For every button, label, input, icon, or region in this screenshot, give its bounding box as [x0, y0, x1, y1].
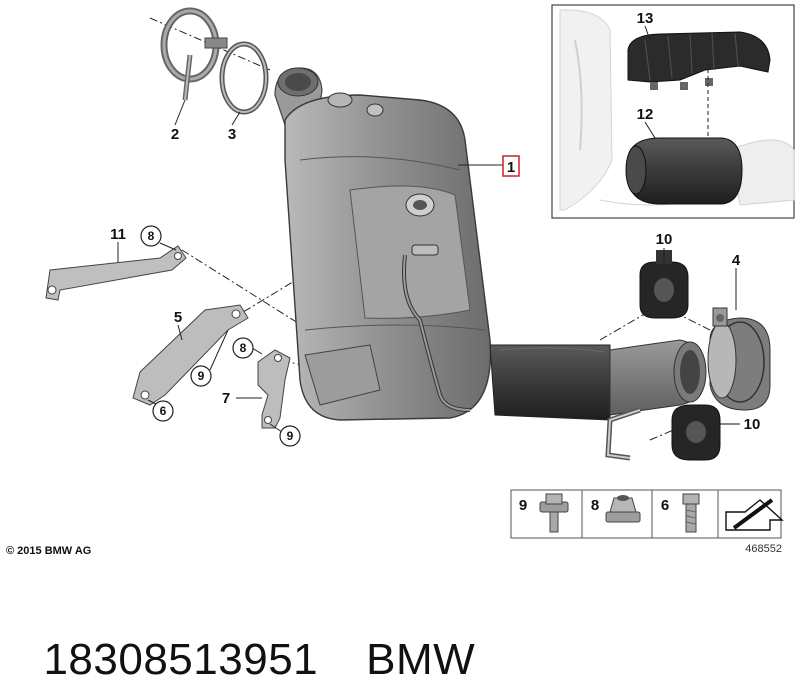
circled-ref-9-upper: 9 [190, 365, 212, 387]
rubber-mount-part-10-lower [671, 404, 738, 461]
legend-nut-8: 8 [591, 495, 641, 523]
callout-2: 2 [171, 126, 179, 143]
callout-11: 11 [110, 226, 126, 243]
callout-10-lower: 10 [744, 416, 761, 433]
brand-name: BMW [366, 635, 476, 684]
callout-7: 7 [222, 390, 230, 407]
legend-arrow-icon [725, 498, 784, 531]
callout-10-upper: 10 [656, 231, 673, 248]
bracket-part-7 [257, 349, 291, 429]
pipe-clamp-part-4 [707, 307, 771, 411]
fastener-legend: 9 8 6 [510, 489, 784, 539]
clamp-ring-part-2 [160, 7, 228, 101]
gasket-ring-part-3 [219, 41, 269, 115]
legend-bolt-9: 9 [519, 493, 569, 533]
inset-heat-shield-part-13 [627, 31, 771, 83]
callout-3: 3 [228, 126, 236, 143]
circled-ref-9-lower: 9 [279, 425, 301, 447]
svg-text:9: 9 [287, 429, 294, 443]
callout-13: 13 [637, 10, 654, 27]
circled-ref-6: 6 [152, 400, 174, 422]
svg-text:8: 8 [591, 497, 599, 514]
circled-references: 8 8 9 9 6 [140, 225, 301, 447]
callout-4: 4 [732, 252, 741, 269]
circled-ref-8-upper: 8 [140, 225, 162, 247]
copyright-text: © 2015 BMW AG [6, 545, 91, 557]
detail-inset: 13 12 [551, 4, 795, 219]
svg-text:6: 6 [661, 497, 669, 514]
legend-bolt-6: 6 [661, 493, 700, 533]
bracket-part-5 [132, 304, 249, 406]
callout-1: 1 [507, 159, 515, 176]
leader-lines [117, 99, 740, 433]
inset-pipe-part-12 [631, 137, 743, 205]
part-number: 18308513951 [43, 635, 319, 684]
svg-text:6: 6 [160, 404, 167, 418]
rubber-mount-part-10-upper [639, 250, 689, 319]
diagram-reference-number: 468552 [745, 543, 782, 555]
circled-ref-8-lower: 8 [232, 337, 254, 359]
svg-text:8: 8 [240, 341, 247, 355]
svg-text:8: 8 [148, 229, 155, 243]
part-caption: 18308513951 BMW [18, 585, 475, 685]
callout-labels: 1 2 3 4 5 7 10 10 11 [110, 126, 760, 433]
svg-text:9: 9 [519, 497, 527, 514]
highlight-box-part-1 [502, 155, 520, 177]
svg-text:9: 9 [198, 369, 205, 383]
particulate-filter-part-1 [274, 67, 492, 421]
bracket-bar-part-11 [45, 245, 187, 301]
outlet-pipe-part-12 [489, 339, 707, 461]
callout-12: 12 [637, 106, 654, 123]
callout-5: 5 [174, 309, 182, 326]
